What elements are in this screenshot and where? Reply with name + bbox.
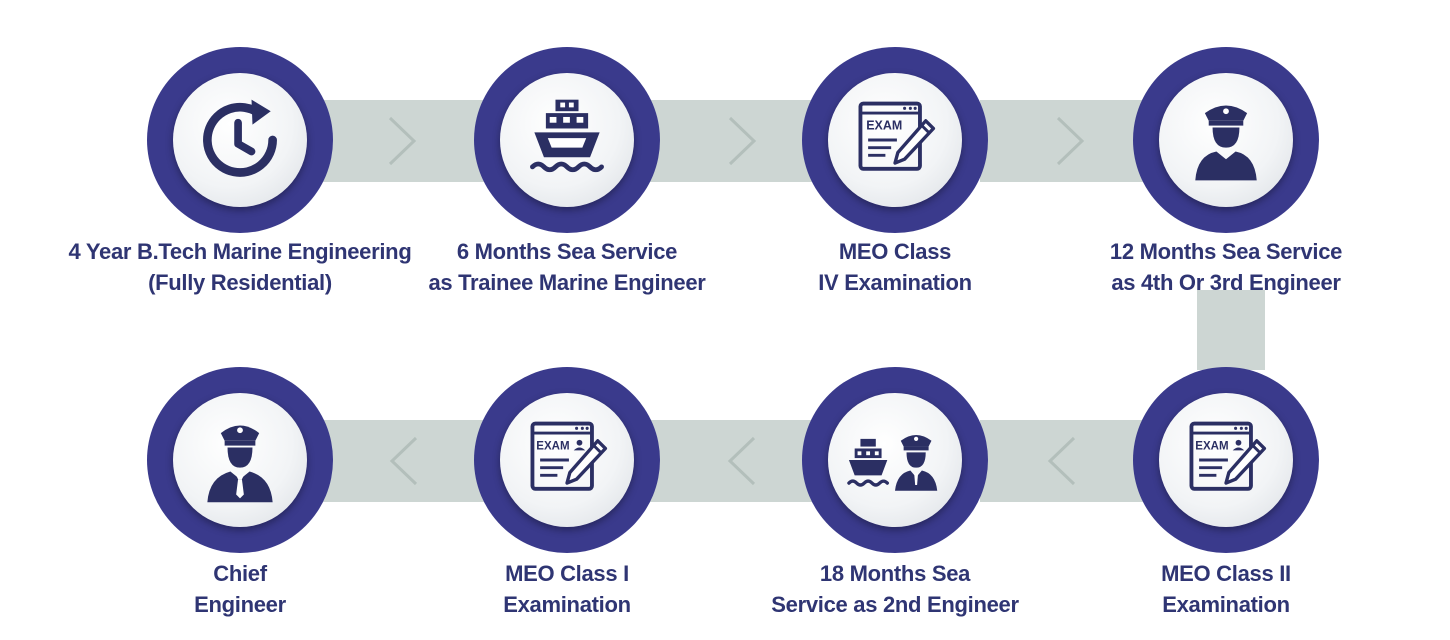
exam-user-icon: EXAM (530, 421, 608, 491)
step-1-label-line-2: (Fully Residential) (148, 270, 332, 295)
exam-user-icon: EXAM (1189, 421, 1267, 491)
step-2-label-line-2: as Trainee Marine Engineer (428, 270, 706, 295)
connector-arrow-right (320, 100, 490, 182)
connector-arrow-right (980, 100, 1150, 182)
connector-arrow-left (320, 420, 490, 502)
connector-arrow-right (650, 100, 820, 182)
step-7-label-line-1: MEO Class I (505, 561, 629, 586)
step-8-label: Chief Engineer (60, 558, 420, 620)
step-5-label-line-1: MEO Class II (1161, 561, 1291, 586)
step-4-label-line-1: 12 Months Sea Service (1109, 239, 1343, 264)
connector-arrow-left (650, 420, 820, 502)
step-2-node (474, 47, 660, 233)
exam-icon: EXAM (858, 101, 936, 171)
step-3-label-line-1: MEO Class (838, 239, 952, 264)
ship-icon (530, 99, 604, 173)
step-7-label-line-2: Examination (503, 592, 631, 617)
step-3-label: MEO Class IV Examination (715, 236, 1075, 298)
svg-text:EXAM: EXAM (866, 118, 902, 132)
step-5-label-line-2: Examination (1162, 592, 1290, 617)
step-4-node (1133, 47, 1319, 233)
step-5-node: EXAM (1133, 367, 1319, 553)
chief-engineer-icon (207, 425, 273, 503)
step-6-node (802, 367, 988, 553)
step-6-icon-disc (828, 393, 962, 527)
step-2-label-line-1: 6 Months Sea Service (456, 239, 678, 264)
step-6-label: 18 Months Sea Service as 2nd Engineer (715, 558, 1075, 620)
step-7-node: EXAM (474, 367, 660, 553)
step-7-icon-disc: EXAM (500, 393, 634, 527)
clock-refresh-icon (203, 99, 277, 177)
step-4-label: 12 Months Sea Service as 4th Or 3rd Engi… (1046, 236, 1406, 298)
step-4-label-line-2: as 4th Or 3rd Engineer (1111, 270, 1341, 295)
step-2-icon-disc (500, 73, 634, 207)
step-3-label-line-2: IV Examination (818, 270, 972, 295)
svg-text:EXAM: EXAM (1195, 440, 1228, 452)
step-4-icon-disc (1159, 73, 1293, 207)
step-5-icon-disc: EXAM (1159, 393, 1293, 527)
step-7-label: MEO Class I Examination (387, 558, 747, 620)
step-5-label: MEO Class II Examination (1046, 558, 1406, 620)
ship-captain-icon (847, 435, 938, 491)
step-6-label-line-2: Service as 2nd Engineer (771, 592, 1019, 617)
step-8-label-line-1: Chief (213, 561, 267, 586)
step-1-label-line-1: 4 Year B.Tech Marine Engineering (68, 239, 412, 264)
connector-vertical (1197, 290, 1265, 370)
step-1-node (147, 47, 333, 233)
step-8-label-line-2: Engineer (194, 592, 286, 617)
step-3-node: EXAM (802, 47, 988, 233)
step-1-label: 4 Year B.Tech Marine Engineering (Fully … (60, 236, 420, 298)
step-1-icon-disc (173, 73, 307, 207)
step-6-label-line-1: 18 Months Sea (819, 561, 971, 586)
step-8-icon-disc (173, 393, 307, 527)
connector-arrow-left (980, 420, 1150, 502)
captain-icon (1195, 105, 1257, 181)
step-2-label: 6 Months Sea Service as Trainee Marine E… (387, 236, 747, 298)
step-3-icon-disc: EXAM (828, 73, 962, 207)
step-8-node (147, 367, 333, 553)
svg-text:EXAM: EXAM (536, 440, 569, 452)
